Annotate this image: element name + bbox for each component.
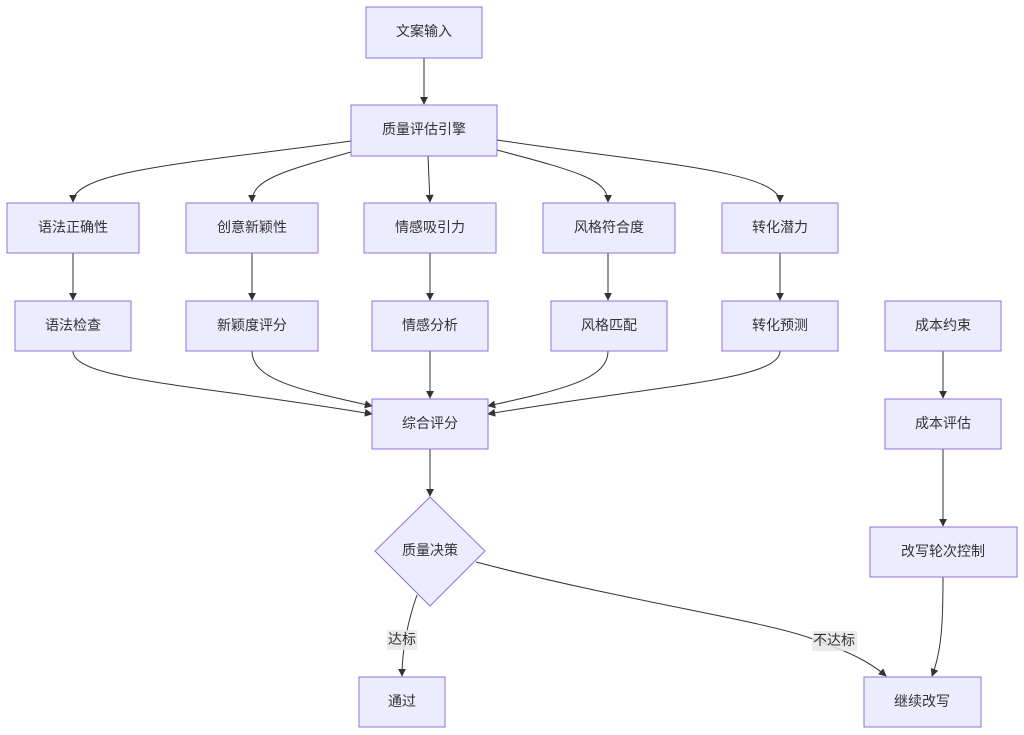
edge-grammarcheck-overall	[72, 350, 373, 417]
node-style[interactable]: 风格符合度	[542, 202, 676, 254]
node-pass[interactable]: 通过	[358, 676, 446, 728]
node-engine-label: 质量评估引擎	[382, 122, 466, 138]
node-style-match-label: 风格匹配	[581, 318, 637, 334]
node-conversion-predict-label: 转化预测	[752, 318, 808, 334]
edge-engine-grammar	[69, 140, 352, 203]
edge-engine-conversion	[496, 139, 784, 203]
edge-label-fail: 不达标	[812, 631, 857, 651]
node-rewrite-control[interactable]: 改写轮次控制	[869, 526, 1018, 578]
node-cost-eval[interactable]: 成本评估	[884, 398, 1002, 450]
node-grammar-check[interactable]: 语法检查	[14, 300, 132, 352]
node-grammar-check-label: 语法检查	[45, 318, 101, 334]
node-emotion-analysis-label: 情感分析	[402, 317, 458, 334]
edge-label-pass: 达标	[387, 630, 417, 650]
node-overall-score-label: 综合评分	[402, 416, 458, 432]
node-conversion[interactable]: 转化潜力	[721, 202, 839, 254]
node-cost-constraint-label: 成本约束	[915, 318, 971, 334]
node-emotion-label: 情感吸引力	[395, 219, 465, 236]
node-pass-label: 通过	[388, 694, 416, 710]
node-cost-constraint[interactable]: 成本约束	[884, 300, 1002, 352]
node-continue-rewrite[interactable]: 继续改写	[863, 676, 982, 728]
edges	[69, 58, 947, 677]
node-novelty-score[interactable]: 新颖度评分	[185, 300, 319, 352]
edge-engine-emotion	[425, 155, 434, 203]
node-style-label: 风格符合度	[574, 220, 644, 236]
node-conversion-label: 转化潜力	[752, 220, 808, 236]
edge-label-fail-text: 不达标	[813, 633, 855, 649]
node-decision-label: 质量决策	[402, 542, 458, 559]
node-rewrite-control-label: 改写轮次控制	[901, 544, 985, 560]
node-input[interactable]: 文案输入	[365, 6, 483, 59]
edge-rewritecontrol-continue	[930, 576, 944, 677]
edge-conversionpredict-overall	[487, 350, 781, 417]
edge-decision-continue	[475, 561, 887, 677]
node-conversion-predict[interactable]: 转化预测	[721, 300, 839, 352]
node-engine[interactable]: 质量评估引擎	[350, 104, 498, 157]
node-style-match[interactable]: 风格匹配	[550, 300, 668, 352]
node-grammar-label: 语法正确性	[38, 220, 108, 236]
node-novelty-score-label: 新颖度评分	[217, 318, 287, 334]
node-decision[interactable]: 质量决策	[374, 496, 486, 607]
edge-engine-creativity	[248, 151, 352, 203]
node-continue-rewrite-label: 继续改写	[894, 693, 950, 710]
edge-engine-style	[496, 149, 612, 203]
node-emotion-analysis[interactable]: 情感分析	[371, 300, 489, 352]
node-overall-score[interactable]: 综合评分	[371, 398, 489, 450]
node-input-label: 文案输入	[396, 23, 452, 40]
edge-label-pass-text: 达标	[388, 632, 416, 648]
node-cost-eval-label: 成本评估	[915, 416, 971, 432]
node-emotion[interactable]: 情感吸引力	[363, 202, 497, 254]
edge-stylematch-overall	[487, 350, 609, 409]
node-creativity-label: 创意新颖性	[217, 219, 287, 236]
node-creativity[interactable]: 创意新颖性	[185, 202, 319, 254]
node-grammar[interactable]: 语法正确性	[6, 202, 140, 254]
edge-novelty-overall	[251, 350, 373, 409]
